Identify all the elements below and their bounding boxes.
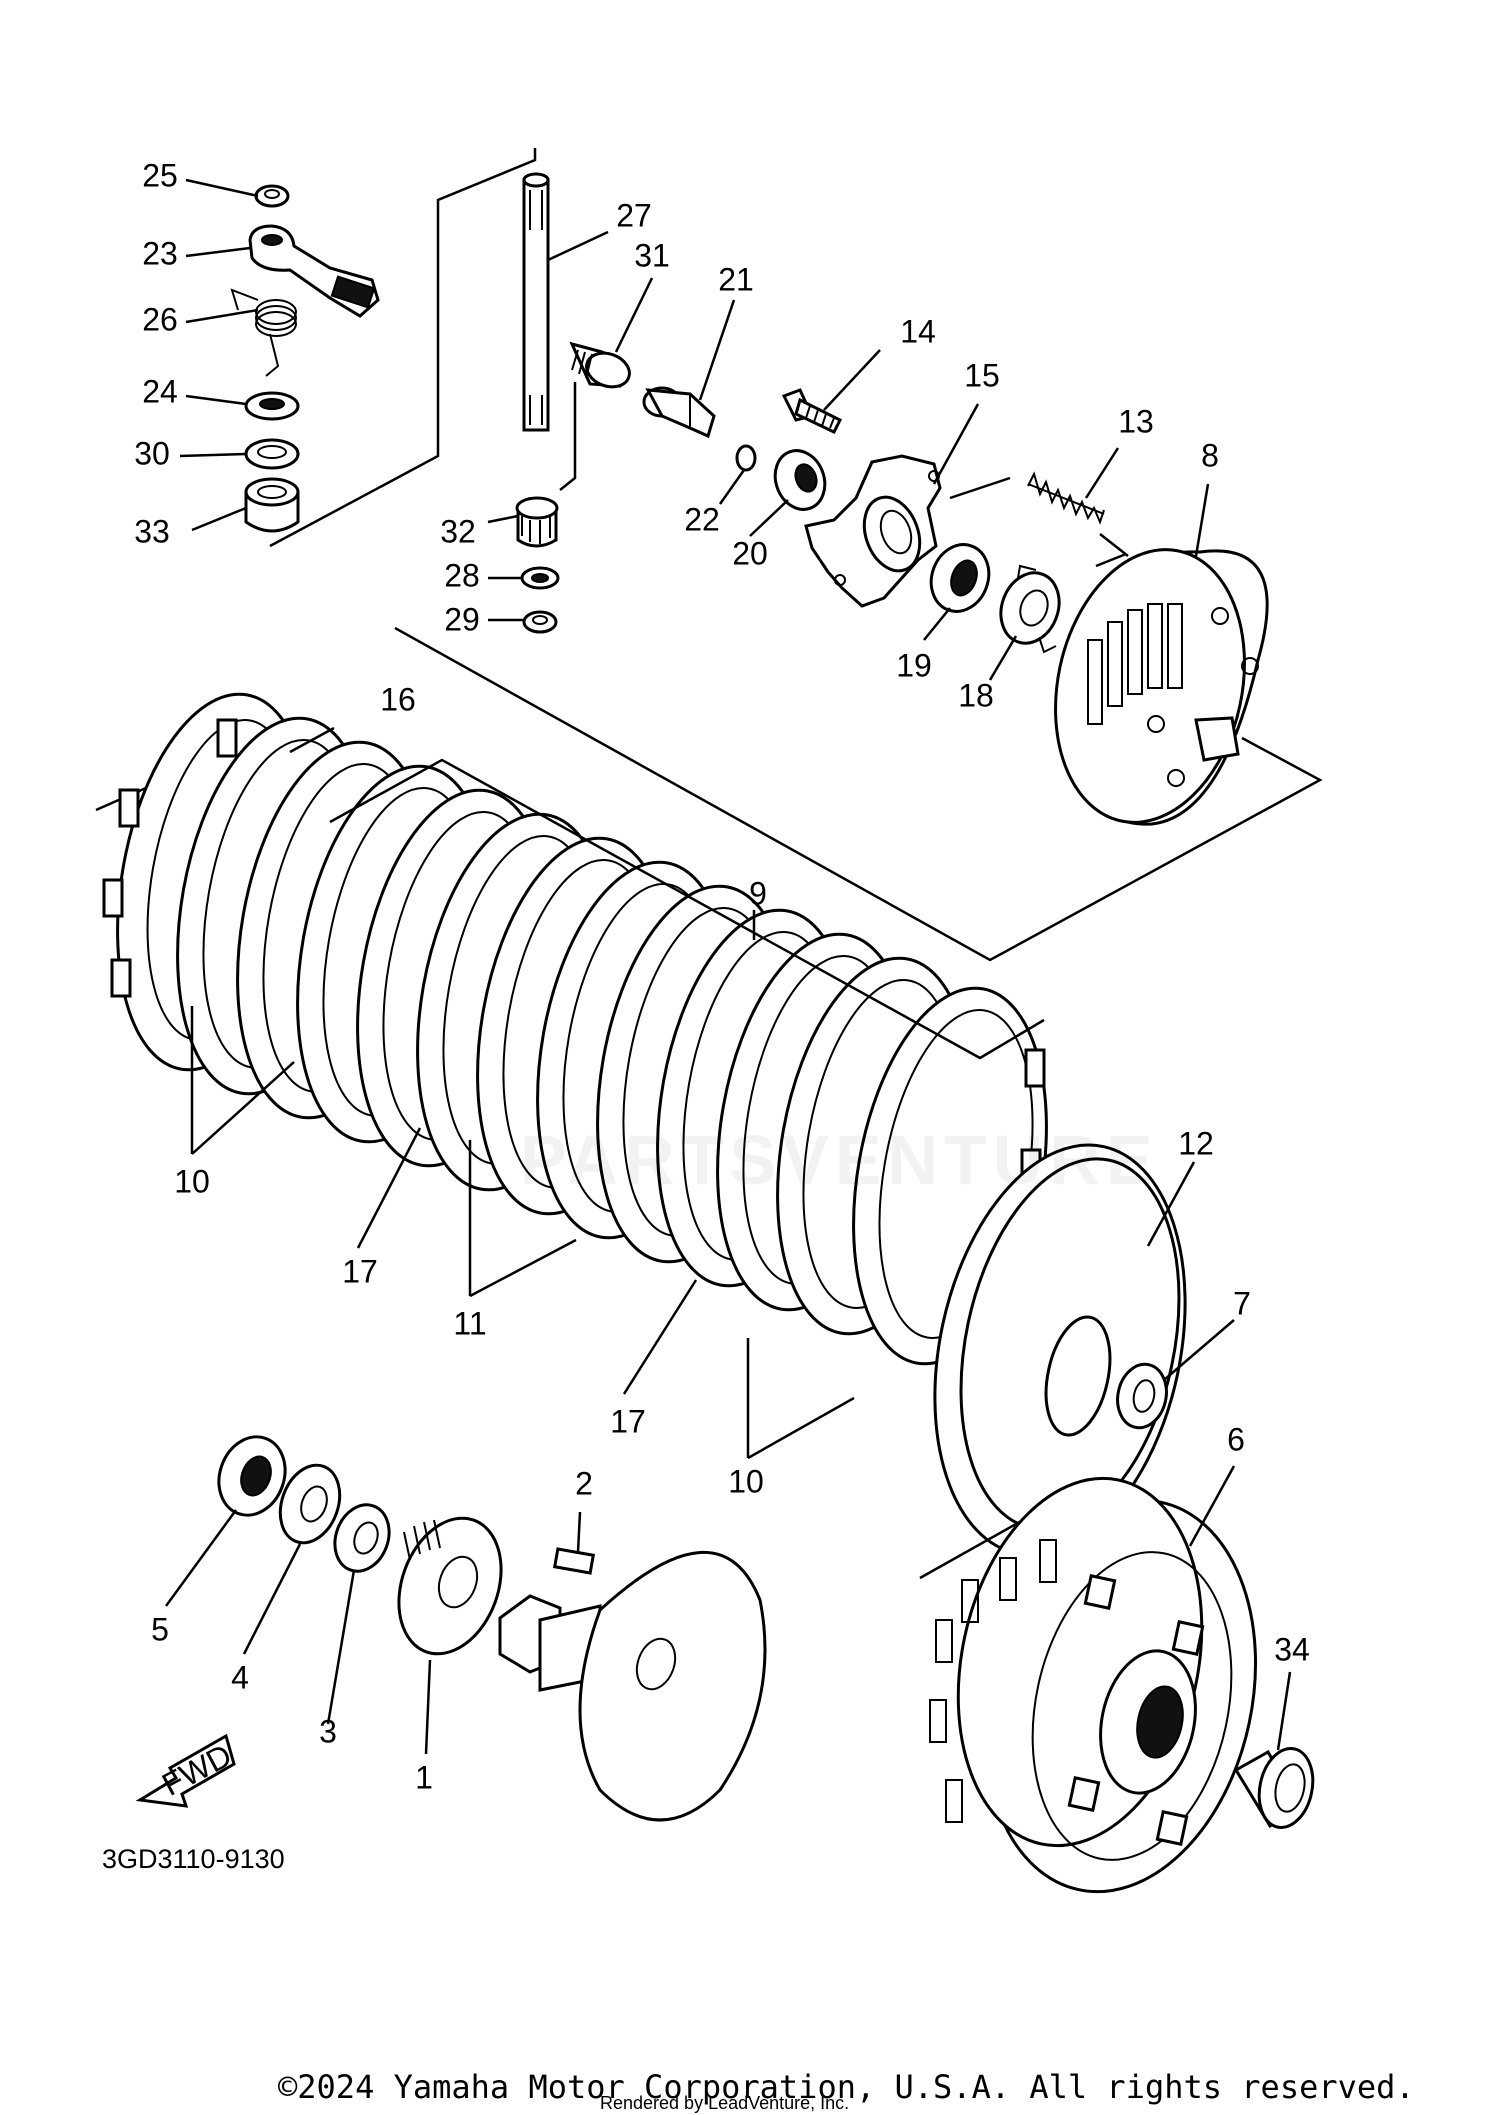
fwd-label: FWD: [156, 1737, 237, 1803]
part-22-ball[interactable]: [735, 444, 757, 472]
part-34-spacer[interactable]: [1233, 1743, 1320, 1832]
label-part-27[interactable]: 27: [616, 197, 652, 233]
part-7-circlip[interactable]: [1112, 1360, 1172, 1433]
fwd-arrow-icon: FWD: [135, 1733, 237, 1808]
label-part-3[interactable]: 3: [319, 1713, 337, 1749]
label-part-12[interactable]: 12: [1178, 1125, 1214, 1161]
label-part-11[interactable]: 11: [453, 1305, 486, 1341]
label-part-31[interactable]: 31: [634, 237, 670, 273]
label-part-24[interactable]: 24: [142, 373, 178, 409]
label-part-16[interactable]: 16: [380, 681, 416, 717]
part-29-circlip[interactable]: [522, 610, 558, 634]
label-part-20[interactable]: 20: [732, 535, 768, 571]
label-part-1[interactable]: 1: [415, 1759, 433, 1795]
part-3-lock-washer[interactable]: [326, 1497, 398, 1579]
part-31-worm[interactable]: [569, 341, 634, 393]
part-32-gear[interactable]: [515, 496, 559, 548]
label-part-34[interactable]: 34: [1274, 1631, 1310, 1667]
part-13-clutch-spring[interactable]: [1027, 471, 1105, 525]
leader-13-group: [949, 476, 1011, 500]
leader-31-group: [559, 382, 577, 491]
part-15-pressure-plate[interactable]: [804, 454, 942, 608]
part-6-primary-driven-gear-housing[interactable]: [926, 1456, 1290, 1918]
group-bracket-plates-inner: [329, 758, 1045, 1060]
label-part-28[interactable]: 28: [444, 557, 480, 593]
label-part-29[interactable]: 29: [444, 601, 480, 637]
part-4-lock-washer[interactable]: [270, 1457, 350, 1551]
label-part-8[interactable]: 8: [1201, 437, 1219, 473]
part-number-labels: 25 23 26 24 30 33 27 31 21 14 15 13 8 32…: [134, 157, 1310, 1795]
group-bracket-hub: [1095, 552, 1127, 568]
part-21-push-rod[interactable]: [642, 386, 716, 439]
part-12-pressure-plate[interactable]: [899, 1122, 1220, 1579]
part-26-torsion-spring[interactable]: [230, 288, 297, 377]
part-18-lock-washer[interactable]: [991, 564, 1068, 654]
part-1-primary-drive-gear[interactable]: [381, 1504, 519, 1668]
label-part-19[interactable]: 19: [896, 647, 932, 683]
label-part-4[interactable]: 4: [231, 1659, 249, 1695]
label-part-7[interactable]: 7: [1233, 1285, 1251, 1321]
label-part-5[interactable]: 5: [151, 1611, 169, 1647]
part-20-bearing[interactable]: [767, 444, 833, 517]
part-30-washer[interactable]: [244, 438, 300, 470]
diagram-code: 3GD3110-9130: [102, 1844, 285, 1874]
label-part-23[interactable]: 23: [142, 235, 178, 271]
part-33-collar[interactable]: [244, 477, 300, 533]
label-part-10b[interactable]: 10: [728, 1463, 764, 1499]
leader-13-group-b: [1099, 533, 1129, 557]
label-part-17b[interactable]: 17: [610, 1403, 646, 1439]
label-part-30[interactable]: 30: [134, 435, 170, 471]
part-14-bolt[interactable]: [781, 388, 843, 434]
rendered-by-notice: Rendered by LeadVenture, Inc.: [600, 2093, 850, 2113]
label-part-26[interactable]: 26: [142, 301, 178, 337]
label-part-25[interactable]: 25: [142, 157, 178, 193]
part-24-washer[interactable]: [244, 391, 300, 421]
label-part-2[interactable]: 2: [575, 1465, 593, 1501]
part-27-push-lever-shaft[interactable]: [522, 172, 550, 432]
label-part-18[interactable]: 18: [958, 677, 994, 713]
part-5-nut[interactable]: [208, 1427, 296, 1524]
label-part-21[interactable]: 21: [718, 261, 754, 297]
part-28-washer[interactable]: [520, 566, 560, 590]
label-part-10a[interactable]: 10: [174, 1163, 210, 1199]
label-part-9[interactable]: 9: [749, 875, 767, 911]
part-8-clutch-boss[interactable]: [1031, 532, 1269, 840]
label-part-13[interactable]: 13: [1118, 403, 1154, 439]
label-part-6[interactable]: 6: [1227, 1421, 1245, 1457]
label-part-22[interactable]: 22: [684, 501, 720, 537]
part-2-key[interactable]: [552, 1547, 596, 1575]
leader-lines: [164, 178, 1292, 1755]
label-part-32[interactable]: 32: [440, 513, 476, 549]
part-25-circlip[interactable]: [254, 184, 290, 208]
label-part-33[interactable]: 33: [134, 513, 170, 549]
copyright-notice: ©2024 Yamaha Motor Corporation, U.S.A. A…: [278, 2068, 1415, 2106]
label-part-14[interactable]: 14: [900, 313, 936, 349]
label-part-15[interactable]: 15: [964, 357, 1000, 393]
part-23-push-lever[interactable]: [248, 224, 380, 318]
crankshaft: [498, 1551, 767, 1822]
group-bracket-plates: [394, 626, 1323, 962]
watermark: PARTSVENTURE: [520, 1121, 1159, 1199]
group-bracket-shaft: [269, 148, 537, 548]
label-part-17a[interactable]: 17: [342, 1253, 378, 1289]
